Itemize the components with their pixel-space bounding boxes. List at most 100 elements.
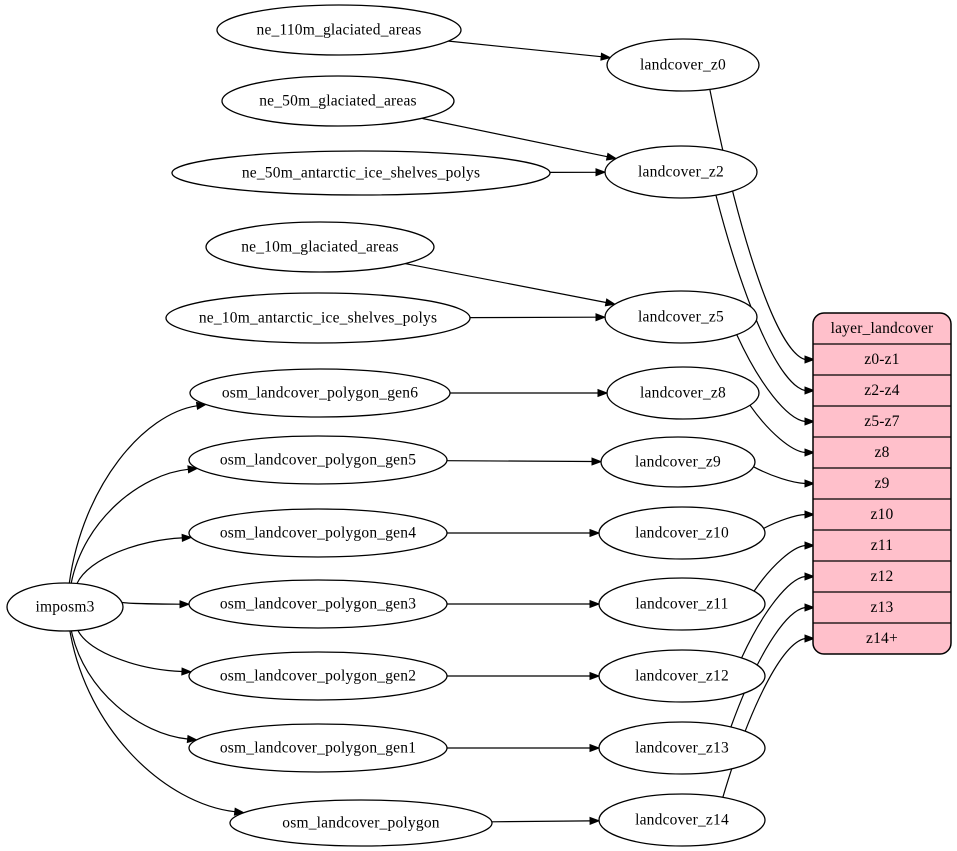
record-row-label: z8 <box>874 444 889 461</box>
arrowhead-icon <box>804 355 816 364</box>
edge-spline <box>749 404 806 454</box>
edge-spline <box>69 630 235 813</box>
node-label: ne_10m_glaciated_areas <box>241 239 399 256</box>
edge-imposm3-to-osm_landcover_polygon_gen3 <box>121 600 191 609</box>
arrowhead-icon <box>804 510 816 519</box>
node-osm-landcover-polygon-gen3: osm_landcover_polygon_gen3 <box>188 579 448 629</box>
edge-spline <box>709 89 806 361</box>
node-landcover-z11: landcover_z11 <box>598 577 766 631</box>
record-layer: layer_landcoverz0-z1z2-z4z5-z7z8z9z10z11… <box>812 312 952 655</box>
node-ne-10m-antarctic-ice-shelves-polys: ne_10m_antarctic_ice_shelves_polys <box>165 292 471 344</box>
arrowhead-icon <box>589 528 601 538</box>
edge-spline <box>446 460 593 463</box>
node-ne-110m-glaciated-areas: ne_110m_glaciated_areas <box>216 4 462 56</box>
edge-ne_10m_antarctic_ice_shelves_polys-to-landcover_z5 <box>469 313 607 322</box>
edge-landcover_z5-to-layer_landcover-z5-z7 <box>736 334 816 426</box>
record-row-label: z0-z1 <box>864 351 899 368</box>
record-title: layer_landcover <box>831 320 934 337</box>
edge-spline <box>736 334 806 423</box>
node-label: osm_landcover_polygon_gen6 <box>222 385 418 402</box>
edge-spline <box>753 466 806 485</box>
edge-spline <box>491 820 591 823</box>
node-label: landcover_z14 <box>635 812 729 829</box>
edge-spline <box>741 575 806 659</box>
arrowhead-icon <box>600 52 612 61</box>
node-label: landcover_z5 <box>638 309 724 326</box>
node-label: landcover_z12 <box>635 668 729 685</box>
edge-spline <box>70 630 188 740</box>
record-row-label: z9 <box>874 475 889 492</box>
edge-ne_50m_glaciated_areas-to-landcover_z2 <box>421 117 618 161</box>
node-ellipse <box>189 368 451 418</box>
node-landcover-z13: landcover_z13 <box>598 721 766 775</box>
edge-spline <box>763 513 806 529</box>
node-osm-landcover-polygon-gen4: osm_landcover_polygon_gen4 <box>188 508 448 558</box>
node-ne-10m-glaciated-areas: ne_10m_glaciated_areas <box>205 221 435 273</box>
record-row-label: z10 <box>871 506 894 523</box>
node-ellipse <box>188 579 448 629</box>
edge-osm_landcover_polygon_gen4-to-landcover_z10 <box>447 528 601 538</box>
edge-spline <box>753 544 806 592</box>
node-ellipse <box>604 145 758 199</box>
node-ellipse <box>606 38 760 92</box>
node-ellipse <box>600 436 756 488</box>
arrowhead-icon <box>595 313 607 322</box>
node-label: ne_10m_antarctic_ice_shelves_polys <box>199 310 437 327</box>
node-landcover-z9: landcover_z9 <box>600 436 756 488</box>
edge-ne_10m_glaciated_areas-to-landcover_z5 <box>405 263 617 307</box>
edge-landcover_z10-to-layer_landcover-z10 <box>763 510 816 529</box>
edge-imposm3-to-osm_landcover_polygon_gen5 <box>70 465 199 584</box>
node-osm-landcover-polygon-gen1: osm_landcover_polygon_gen1 <box>188 723 448 773</box>
record-row-label: z2-z4 <box>864 382 899 399</box>
node-ellipse <box>188 508 448 558</box>
node-ne-50m-antarctic-ice-shelves-polys: ne_50m_antarctic_ice_shelves_polys <box>171 150 551 196</box>
node-label: landcover_z9 <box>635 454 721 471</box>
node-label: osm_landcover_polygon_gen2 <box>220 668 416 685</box>
edge-osm_landcover_polygon_gen6-to-landcover_z8 <box>450 388 609 398</box>
edge-spline <box>77 630 183 673</box>
arrowhead-icon <box>804 634 816 643</box>
edge-spline <box>76 537 183 584</box>
edge-spline <box>405 263 607 304</box>
node-landcover-z5: landcover_z5 <box>604 290 758 344</box>
node-ellipse <box>598 793 766 847</box>
node-imposm3: imposm3 <box>6 582 124 632</box>
edge-spline <box>68 405 198 584</box>
node-label: ne_110m_glaciated_areas <box>257 22 422 39</box>
node-landcover-z14: landcover_z14 <box>598 793 766 847</box>
node-label: osm_landcover_polygon_gen1 <box>220 740 416 757</box>
node-ellipse <box>604 290 758 344</box>
edge-imposm3-to-osm_landcover_polygon_gen2 <box>77 630 193 676</box>
edge-imposm3-to-osm_landcover_polygon_gen1 <box>70 630 199 744</box>
node-landcover-z8: landcover_z8 <box>606 366 760 420</box>
arrowhead-icon <box>804 541 816 550</box>
arrowhead-icon <box>604 298 617 307</box>
arrowhead-icon <box>595 168 607 177</box>
arrowhead-icon <box>804 572 816 581</box>
edge-landcover_z12-to-layer_landcover-z12 <box>741 572 816 659</box>
node-label: osm_landcover_polygon_gen4 <box>220 525 416 542</box>
arrowhead-icon <box>181 667 193 676</box>
arrowhead-icon <box>589 671 601 681</box>
node-ellipse <box>171 150 551 196</box>
node-label: osm_landcover_polygon_gen3 <box>220 596 416 613</box>
node-label: landcover_z10 <box>635 525 729 542</box>
node-label: landcover_z2 <box>638 164 724 181</box>
edge-osm_landcover_polygon-to-landcover_z14 <box>491 816 601 826</box>
node-ellipse <box>188 435 448 485</box>
edge-spline <box>448 40 602 58</box>
node-label: osm_landcover_polygon <box>282 815 440 832</box>
edge-imposm3-to-osm_landcover_polygon_gen6 <box>68 401 208 584</box>
node-ellipse <box>598 577 766 631</box>
arrowhead-icon <box>591 457 603 466</box>
record-row-label: z11 <box>871 537 893 554</box>
node-ellipse <box>216 4 462 56</box>
arrowhead-icon <box>179 600 191 609</box>
edge-spline <box>715 194 806 392</box>
edge-spline <box>70 468 189 584</box>
record-row-label: z13 <box>871 599 894 616</box>
arrowhead-icon <box>187 465 199 474</box>
node-layer: imposm3ne_110m_glaciated_areasne_50m_gla… <box>6 4 766 847</box>
node-ellipse <box>165 292 471 344</box>
